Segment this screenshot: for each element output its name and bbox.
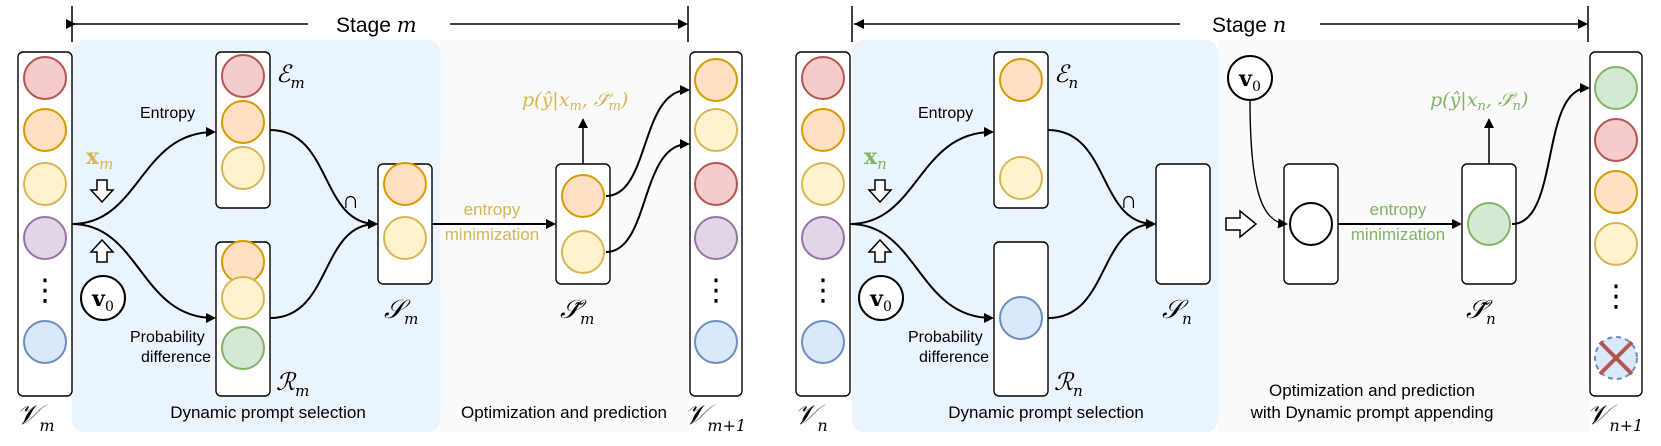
pool-n-5-blue-prompt: [801, 320, 845, 364]
entropy-label-m: Entropy: [140, 105, 195, 122]
opt-pred-label-m: Optimization and prediction: [461, 403, 667, 422]
entropy-m-2-yellow-prompt: [221, 146, 265, 190]
next-pool-m-2-red-prompt: [694, 162, 738, 206]
v0-label-m: v0: [91, 286, 114, 315]
stage-n-label: Stage n: [1212, 13, 1286, 37]
entropy-min-label-m-2: minimization: [445, 225, 539, 244]
right-hollow-arrow-n: [1225, 209, 1258, 239]
v0-label-n-append: v0: [1238, 66, 1261, 95]
pool-m-4-ellipsis: ⋮: [30, 273, 60, 308]
v0-circle-n-append: [1227, 55, 1273, 101]
R-label-n: ℛn: [1054, 368, 1083, 400]
prob-diff-label-n-2: difference: [919, 349, 989, 366]
stage-n-header: Stage n: [851, 6, 1589, 42]
input-x-m: xm: [86, 144, 113, 173]
prob-n-0-blue-prompt: [999, 296, 1043, 340]
pool-n-0-red-prompt: [801, 56, 845, 100]
entropy-m-1-orange-prompt: [221, 100, 265, 144]
intersection-m-1-yellow-prompt: [383, 216, 427, 260]
prob-diff-label-n-1: Probability: [908, 329, 983, 346]
pool-n-1-orange-prompt: [801, 108, 845, 152]
optimized-m-0-orange-prompt: [561, 174, 605, 218]
down-hollow-arrow-m: [89, 179, 115, 204]
V-next-label-n: 𝒱n+1: [1586, 398, 1643, 435]
opt-pred-label-n-2: with Dynamic prompt appending: [1250, 403, 1494, 422]
dyn-sel-label-n: Dynamic prompt selection: [948, 403, 1144, 422]
next-pool-m-5-blue-prompt: [694, 320, 738, 364]
prob-m-1-yellow-prompt: [221, 276, 265, 320]
input-x-n: xn: [864, 144, 887, 173]
prob-diff-label-m-2: difference: [141, 349, 211, 366]
E-label-n: ℰn: [1054, 60, 1078, 92]
intersect-symbol-m: ∩: [342, 187, 359, 214]
entropy-n-0-orange-prompt: [999, 58, 1043, 102]
down-hollow-arrow-n: [867, 179, 893, 204]
next-pool-n-5-cross-icon: [1598, 340, 1634, 376]
dyn-sel-label-m: Dynamic prompt selection: [170, 403, 366, 422]
V-label-m: 𝒱m: [16, 398, 55, 435]
prompt-circles: ⋮ ⋮ ⋮ ⋮: [23, 54, 1638, 380]
stage-n-optimization-panel: [1218, 40, 1590, 432]
optimized-m-1-yellow-prompt: [561, 230, 605, 274]
pool-m-2-yellow-prompt: [23, 162, 67, 206]
v0-label-n: v0: [869, 286, 892, 315]
E-label-m: ℰm: [276, 60, 305, 92]
up-hollow-arrow-m: [89, 238, 115, 263]
entropy-min-label-n-2: minimization: [1351, 225, 1445, 244]
v0-circle-n: [858, 275, 904, 321]
entropy-m-0-red-prompt: [221, 54, 265, 98]
stage-m-connectors: [71, 85, 690, 323]
stage-n-selection-panel: [852, 40, 1218, 432]
next-pool-n-4-ellipsis: ⋮: [1601, 279, 1631, 314]
pool-n-2-yellow-prompt: [801, 162, 845, 206]
next-pool-m-1-yellow-prompt: [694, 108, 738, 152]
entropy-min-label-m-1: entropy: [464, 200, 521, 219]
stage-m-header: Stage m: [66, 6, 689, 42]
prediction-label-n: p(ŷ|xn, 𝒮̃n): [1430, 89, 1528, 114]
next-pool-m-4-ellipsis: ⋮: [701, 273, 731, 308]
optimized-n-0-green-prompt: [1467, 202, 1511, 246]
S-label-n: 𝒮n: [1162, 295, 1192, 328]
entropy-label-n: Entropy: [918, 105, 973, 122]
next-pool-n-1-red-prompt: [1594, 118, 1638, 162]
next-pool-m-3-purple-prompt: [694, 216, 738, 260]
v0-circle-m: [80, 275, 126, 321]
opt-pred-label-n-1: Optimization and prediction: [1269, 381, 1475, 400]
next-pool-m-0-orange-prompt: [694, 58, 738, 102]
pool-n-3-purple-prompt: [801, 216, 845, 260]
intersect-symbol-n: ∩: [1120, 187, 1137, 214]
entropy-n-1-yellow-prompt: [999, 156, 1043, 200]
stage-m-selection-panel: [72, 40, 440, 432]
entropy-min-label-n-1: entropy: [1370, 200, 1427, 219]
stage-m-label: Stage m: [336, 13, 417, 37]
pool-n-4-ellipsis: ⋮: [808, 273, 838, 308]
prob-diff-label-m-1: Probability: [130, 329, 205, 346]
stage-n-connectors: [849, 83, 1590, 323]
append-n-0-empty-prompt: [1289, 202, 1333, 246]
V-next-label-m: 𝒱m+1: [684, 398, 746, 435]
intersection-box-n: [1155, 163, 1211, 285]
pool-m-5-blue-prompt: [23, 320, 67, 364]
prob-m-2-green-prompt: [221, 326, 265, 370]
next-pool-n-2-orange-prompt: [1594, 170, 1638, 214]
pool-m-0-red-prompt: [23, 56, 67, 100]
pool-m-1-orange-prompt: [23, 108, 67, 152]
up-hollow-arrow-n: [867, 238, 893, 263]
next-pool-n-3-yellow-prompt: [1594, 222, 1638, 266]
pool-m-3-purple-prompt: [23, 216, 67, 260]
intersection-m-0-orange-prompt: [383, 162, 427, 206]
V-label-n: 𝒱n: [794, 398, 828, 435]
R-label-m: ℛm: [276, 368, 309, 400]
next-pool-n-0-green-prompt: [1594, 66, 1638, 110]
